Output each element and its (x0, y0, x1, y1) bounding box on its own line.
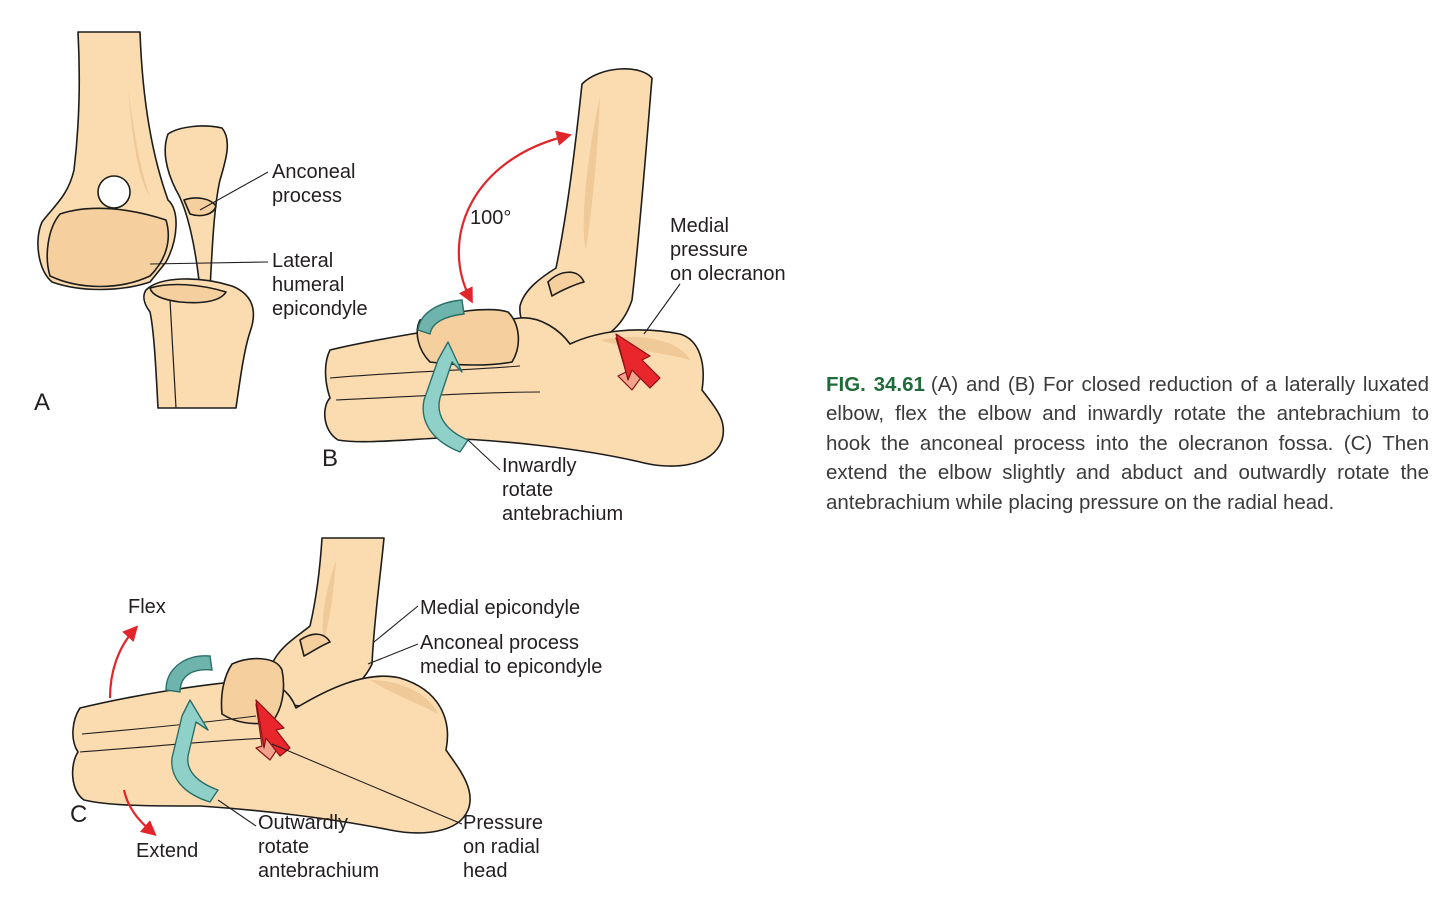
radius-bone (143, 278, 255, 409)
label-extend: Extend (136, 840, 198, 862)
panel-letter-c: C (70, 801, 87, 828)
label-lateral-humeral-2: humeral (272, 274, 344, 296)
label-outwardly-rotate-1: Outwardly (258, 812, 348, 834)
panel-c: Flex Extend Medial epicondyle Anconeal p… (70, 537, 602, 882)
label-anconeal-medial-2: medial to epicondyle (420, 656, 602, 678)
supratrochlear-foramen (97, 175, 131, 209)
label-angle-100: 100° (470, 207, 511, 229)
label-inwardly-rotate-1: Inwardly (502, 455, 576, 477)
label-anconeal-process-a: Anconeal (272, 161, 355, 183)
label-pressure-radial-1: Pressure (463, 812, 543, 834)
pressure-arrow-icon (615, 333, 661, 391)
label-outwardly-rotate-3: antebrachium (258, 860, 379, 882)
curved-motion-arrow-icon-flex (108, 625, 139, 699)
label-pressure-radial-2: on radial (463, 836, 540, 858)
panel-a: Anconeal process Lateral humeral epicond… (34, 31, 368, 416)
label-medial-pressure-3: on olecranon (670, 263, 786, 285)
figure-caption: FIG. 34.61(A) and (B) For closed reducti… (826, 370, 1429, 517)
panel-letter-b: B (322, 445, 338, 472)
label-medial-epicondyle: Medial epicondyle (420, 597, 580, 619)
curved-motion-arrow-icon-extend (122, 789, 157, 837)
curved-rotation-arrow-icon-c (165, 655, 219, 803)
label-lateral-humeral-1: Lateral (272, 250, 333, 272)
label-medial-pressure-1: Medial (670, 215, 729, 237)
flexion-angle-arc (457, 130, 572, 304)
label-inwardly-rotate-2: rotate (502, 479, 553, 501)
label-inwardly-rotate-3: antebrachium (502, 503, 623, 525)
label-anconeal-medial-1: Anconeal process (420, 632, 579, 654)
caption-text: (A) and (B) For closed reduction of a la… (826, 373, 1429, 514)
label-anconeal-process-a-2: process (272, 185, 342, 207)
panel-b: 100° Medial pressure on olecranon Inward… (322, 68, 786, 525)
figure-id: FIG. 34.61 (826, 373, 925, 396)
label-pressure-radial-3: head (463, 860, 508, 882)
label-lateral-humeral-3: epicondyle (272, 298, 368, 320)
label-medial-pressure-2: pressure (670, 239, 748, 261)
label-flex: Flex (128, 596, 166, 618)
label-outwardly-rotate-2: rotate (258, 836, 309, 858)
curved-rotation-arrow-icon (417, 299, 469, 453)
panel-letter-a: A (34, 389, 50, 416)
